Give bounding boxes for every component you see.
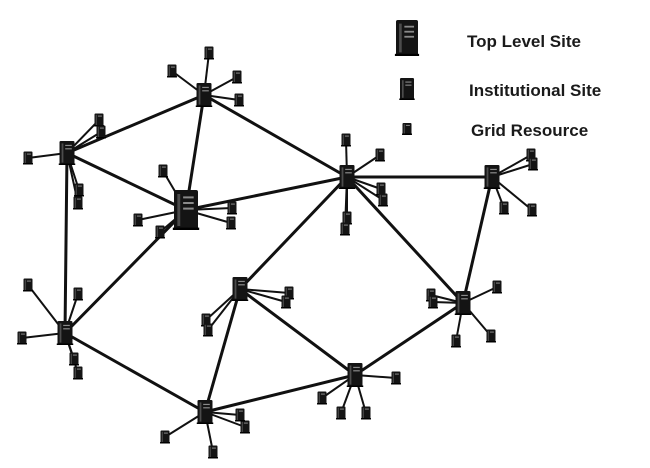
server-tower-small-icon [69,352,79,366]
site-link [184,175,349,212]
server-tower-small-icon [341,133,351,147]
server-tower-small-icon [23,151,33,165]
server-tower-medium-icon [58,141,76,165]
legend-label-grid-resource: Grid Resource [471,121,588,140]
site-links [63,93,494,414]
site-link [203,373,357,414]
server-tower-medium-icon [56,321,74,345]
server-tower-small-icon [204,46,214,60]
legend-label-top-level: Top Level Site [467,32,581,51]
server-tower-small-icon [96,125,106,139]
grid-resources [17,46,538,459]
server-tower-large-icon [394,20,420,56]
resource-spoke [239,288,290,294]
server-tower-small-icon [158,164,168,178]
site-link [63,151,69,335]
server-tower-small-icon [281,295,291,309]
server-tower-medium-icon [483,165,501,189]
server-tower-small-icon [73,196,83,210]
site-link [65,151,188,212]
site-link [345,175,465,305]
server-tower-small-icon [391,371,401,385]
server-tower-small-icon [527,203,537,217]
server-tower-small-icon [232,70,242,84]
server-tower-small-icon [375,148,385,162]
server-tower-small-icon [155,225,165,239]
server-tower-small-icon [94,113,104,127]
server-tower-small-icon [378,193,388,207]
server-tower-small-icon [361,406,371,420]
sites [56,83,501,424]
server-tower-small-icon [402,123,412,135]
site-link [65,93,206,155]
legend: Top Level Site Institutional Site Grid R… [394,20,601,140]
server-tower-small-icon [160,430,170,444]
server-tower-small-icon [340,222,350,236]
site-link [63,208,188,335]
site-link [238,287,357,377]
server-tower-small-icon [428,295,438,309]
server-tower-small-icon [208,445,218,459]
legend-label-institutional: Institutional Site [469,81,601,100]
server-tower-small-icon [528,157,538,171]
server-tower-small-icon [451,334,461,348]
site-link [203,287,242,414]
server-tower-small-icon [234,93,244,107]
resource-spoke [239,288,287,303]
server-tower-medium-icon [195,83,213,107]
server-tower-medium-icon [454,291,472,315]
server-tower-large-icon [172,190,200,230]
server-tower-small-icon [167,64,177,78]
server-tower-small-icon [133,213,143,227]
site-link [461,175,494,305]
server-tower-small-icon [240,420,250,434]
server-tower-medium-icon [196,400,214,424]
server-tower-small-icon [235,408,245,422]
server-tower-small-icon [74,183,84,197]
server-tower-small-icon [317,391,327,405]
server-tower-medium-icon [346,363,364,387]
server-tower-medium-icon [338,165,356,189]
site-link [238,175,349,291]
server-tower-small-icon [486,329,496,343]
server-tower-small-icon [73,287,83,301]
server-tower-small-icon [226,216,236,230]
site-link [63,331,207,414]
server-tower-small-icon [23,278,33,292]
site-link [353,301,465,377]
server-tower-medium-icon [231,277,249,301]
server-tower-small-icon [73,366,83,380]
server-tower-small-icon [17,331,27,345]
server-tower-medium-icon [399,78,415,100]
server-tower-small-icon [336,406,346,420]
server-tower-small-icon [499,201,509,215]
site-link [202,93,349,179]
resource-spokes [21,52,534,453]
server-tower-small-icon [492,280,502,294]
server-tower-small-icon [203,323,213,337]
server-tower-small-icon [227,201,237,215]
